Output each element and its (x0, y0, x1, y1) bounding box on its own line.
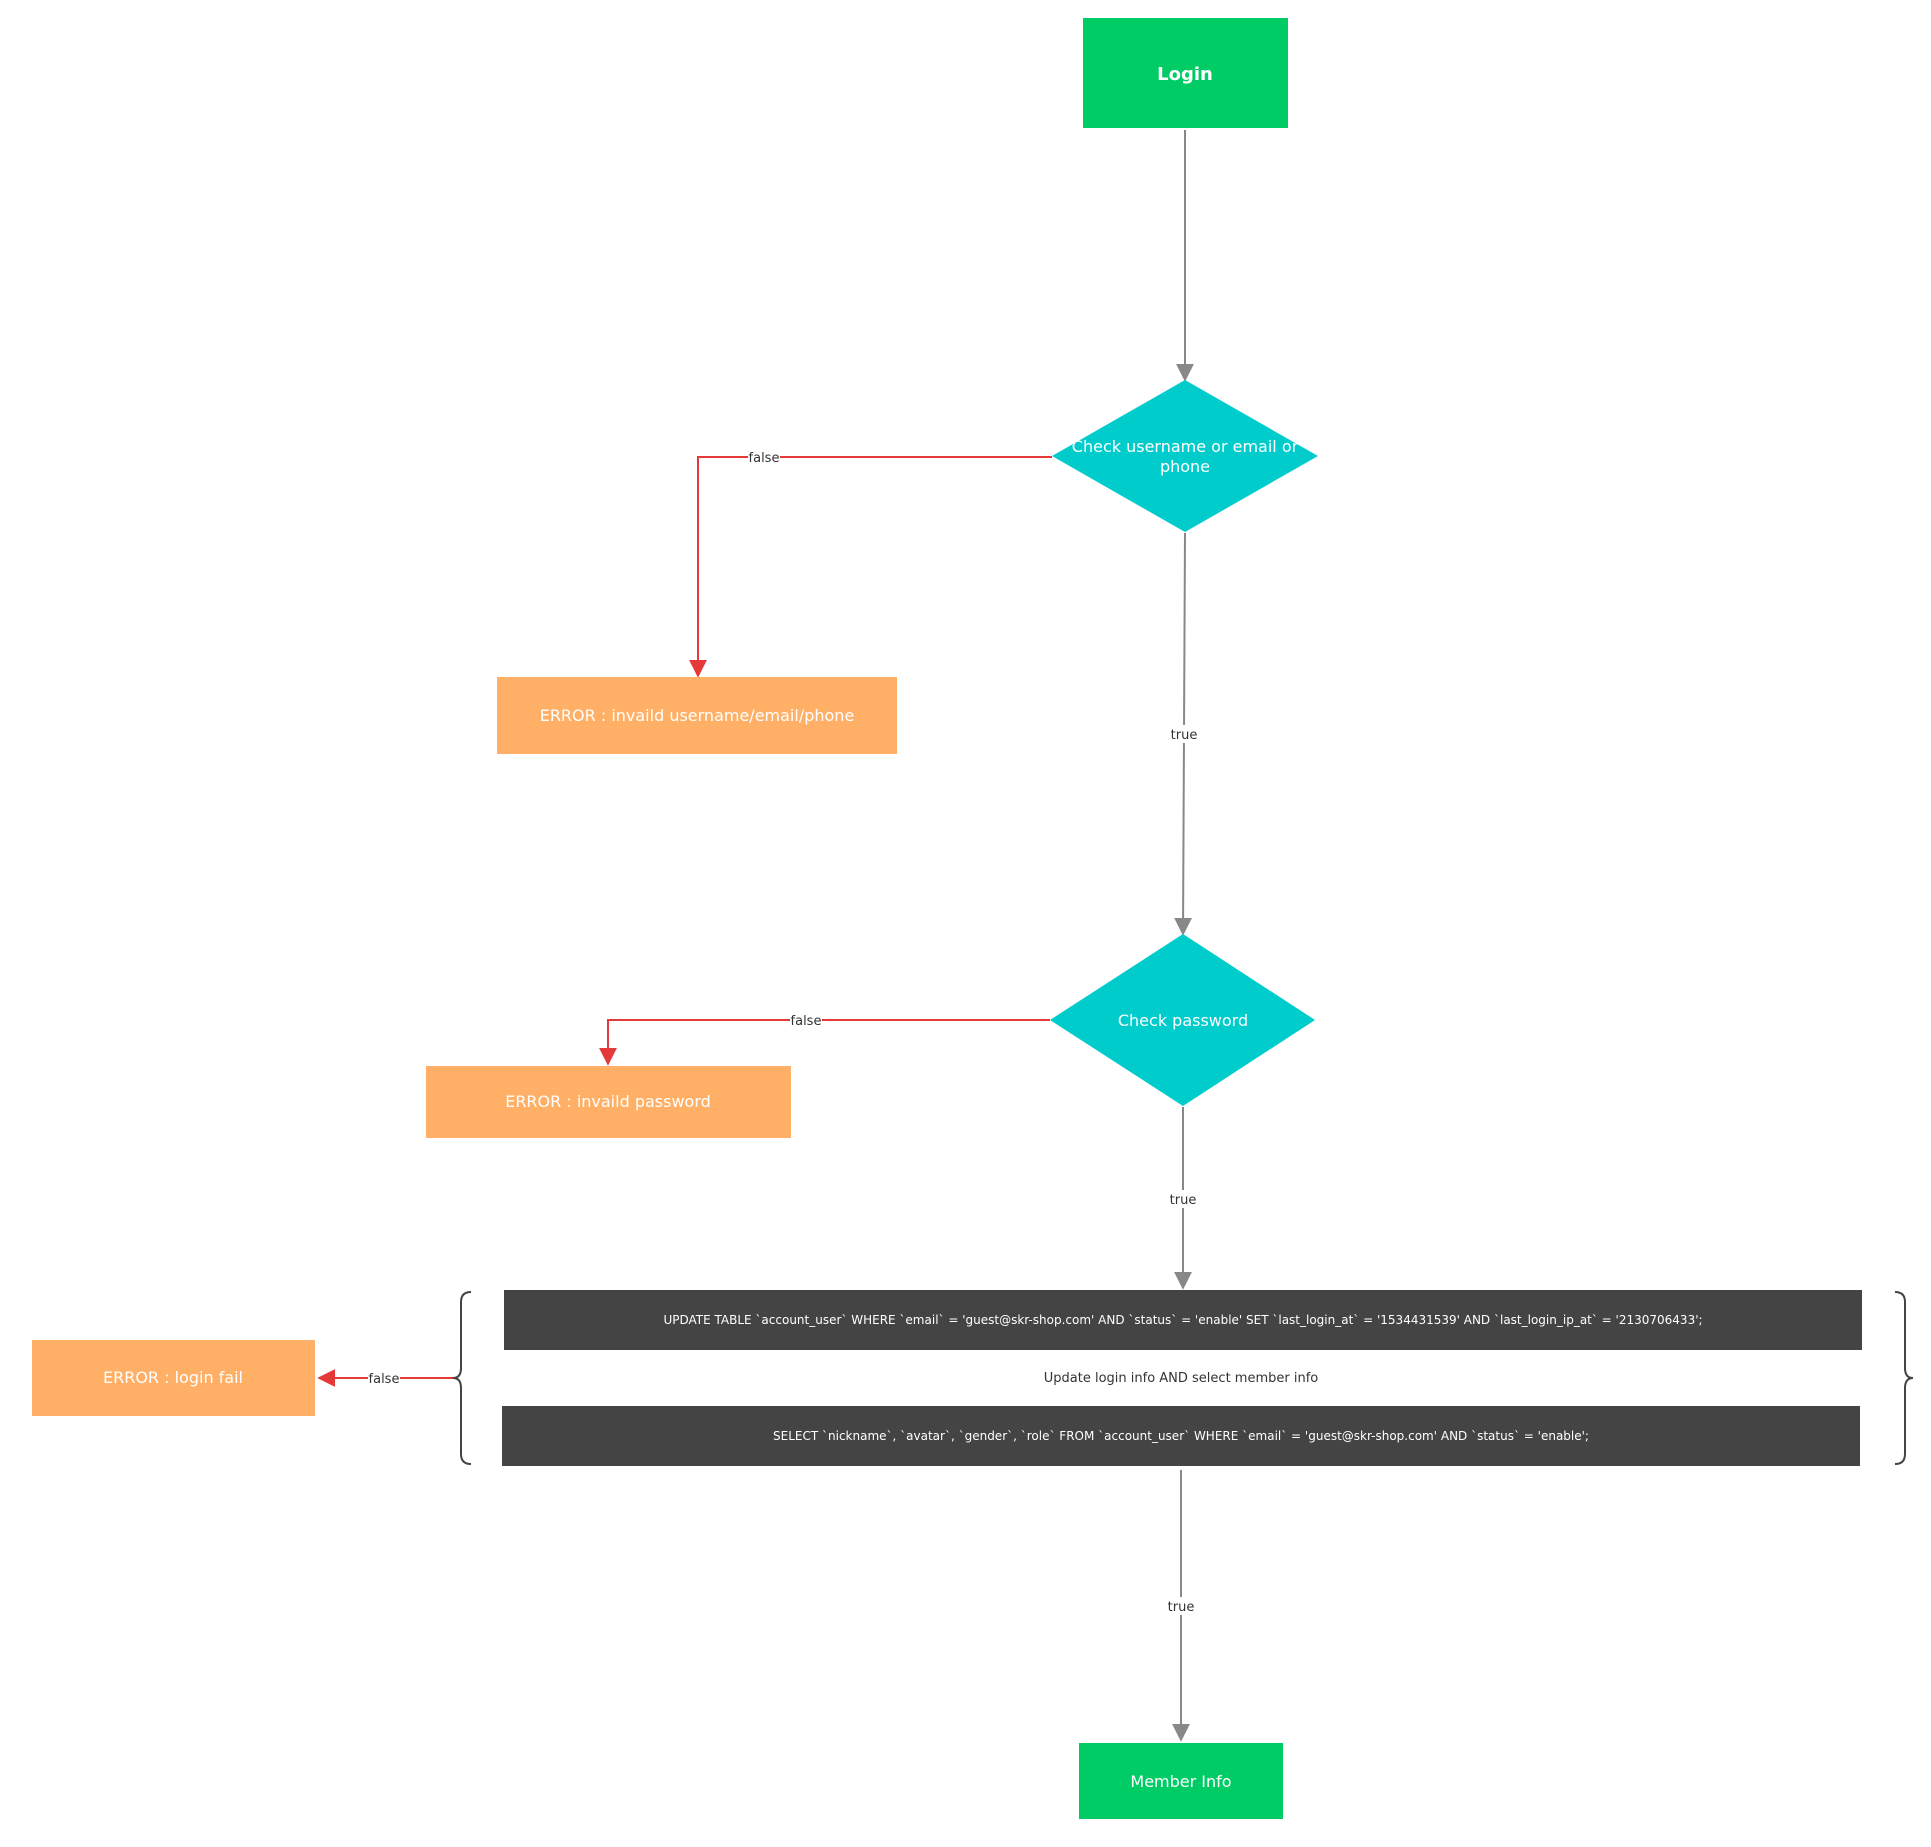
edge-check-password-false (599, 1019, 1050, 1066)
error-login-node[interactable]: ERROR : login fail (32, 1340, 315, 1416)
error-password-node[interactable]: ERROR : invaild password (426, 1066, 791, 1138)
edge-label-user-true: true (1171, 728, 1198, 743)
sql-select-label: SELECT `nickname`, `avatar`, `gender`, `… (773, 1429, 1589, 1443)
check-user-label-line2: phone (1160, 457, 1210, 476)
login-label: Login (1157, 64, 1213, 85)
error-password-label: ERROR : invaild password (505, 1092, 711, 1111)
sql-group-caption: Update login info AND select member info (1044, 1371, 1319, 1386)
edge-label-user-false: false (749, 451, 780, 466)
check-password-decision[interactable]: Check password (1050, 934, 1315, 1106)
check-user-label-line1: Check username or email or (1072, 437, 1299, 456)
edge-label-sql-false: false (369, 1372, 400, 1387)
edge-label-password-true: true (1170, 1193, 1197, 1208)
sql-select-node[interactable]: SELECT `nickname`, `avatar`, `gender`, `… (502, 1406, 1860, 1466)
login-node[interactable]: Login (1083, 18, 1288, 128)
right-brace (1894, 1291, 1914, 1465)
check-password-label: Check password (1118, 1011, 1248, 1030)
edge-check-user-false (689, 456, 1052, 678)
left-brace (452, 1291, 472, 1465)
sql-update-node[interactable]: UPDATE TABLE `account_user` WHERE `email… (504, 1290, 1862, 1350)
error-user-label: ERROR : invaild username/email/phone (540, 706, 855, 725)
error-user-node[interactable]: ERROR : invaild username/email/phone (497, 677, 897, 754)
check-user-decision[interactable]: Check username or email or phone (1052, 380, 1318, 532)
sql-update-label: UPDATE TABLE `account_user` WHERE `email… (663, 1313, 1702, 1327)
edge-label-sql-true: true (1168, 1600, 1195, 1615)
member-info-node[interactable]: Member Info (1079, 1743, 1283, 1819)
member-info-label: Member Info (1130, 1772, 1231, 1791)
error-login-label: ERROR : login fail (103, 1368, 243, 1387)
edge-label-password-false: false (791, 1014, 822, 1029)
